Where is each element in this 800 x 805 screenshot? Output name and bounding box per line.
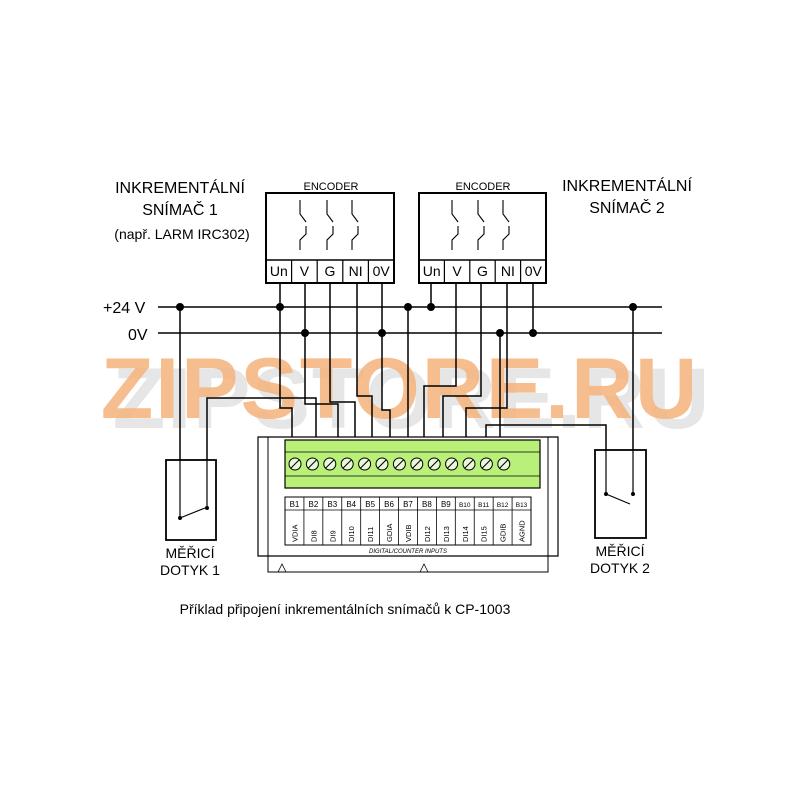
- sensor-1-title-line2: SNÍMAČ 1: [142, 200, 218, 219]
- watermark: ZIPSTORE.RU ZIPSTORE.RU: [101, 341, 712, 447]
- encoder1-pin-v: V: [300, 263, 310, 279]
- terminal-number: B5: [365, 500, 375, 509]
- probe-2: MĚŘICÍ DOTYK 2: [590, 449, 650, 576]
- terminal-signal: DI11: [366, 527, 375, 542]
- rail-plus24-label: +24 V: [103, 300, 146, 317]
- wire-enc1-g: [329, 283, 356, 440]
- watermark-shadow: ZIPSTORE.RU: [113, 351, 712, 447]
- terminal-signal: AGND: [518, 520, 527, 542]
- sensor-2-title-line2: SNÍMAČ 2: [589, 198, 665, 217]
- junction-dots: [176, 303, 637, 337]
- terminal-signal: GDIA: [385, 524, 394, 542]
- switch-symbol: [351, 200, 359, 250]
- wire-enc1-ni: [356, 283, 373, 440]
- wire-enc1-0v-to-terminal: [381, 333, 391, 440]
- power-rails: +24 V 0V: [103, 300, 662, 344]
- rail-0v-label: 0V: [128, 327, 148, 344]
- encoder1-pin-g: G: [325, 263, 336, 279]
- encoder2-pin-0v: 0V: [525, 263, 543, 279]
- terminal-number: B6: [384, 500, 394, 509]
- encoder-2-label: ENCODER: [455, 181, 510, 193]
- probe-2-label-line1: MĚŘICÍ: [596, 543, 645, 559]
- probe-1-body: [165, 459, 217, 541]
- terminal-signal: DI8: [309, 530, 318, 542]
- encoder-1-switch-symbols: [299, 200, 359, 250]
- encoder1-pin-0v: 0V: [373, 263, 391, 279]
- sensor-1-title-line1: INKREMENTÁLNÍ: [115, 178, 245, 197]
- terminal-signal: DI13: [442, 526, 451, 542]
- wire-enc2-g: [442, 283, 482, 440]
- sensor-2-title-line1: INKREMENTÁLNÍ: [562, 176, 692, 195]
- probe-2-label-line2: DOTYK 2: [590, 560, 650, 576]
- probe-1: MĚŘICÍ DOTYK 1: [160, 459, 220, 578]
- terminal-signal: GDIB: [499, 524, 508, 542]
- terminal-signal: VDIA: [290, 524, 299, 542]
- module-inputs-caption: DIGITAL/COUNTER INPUTS: [369, 549, 447, 555]
- sensor-1-note: (např. LARM IRC302): [114, 226, 249, 242]
- probe-1-switch-contact: [179, 507, 206, 519]
- encoder2-pin-ni: NI: [501, 263, 515, 279]
- sensor-2-title: INKREMENTÁLNÍ SNÍMAČ 2: [562, 176, 692, 217]
- terminal-signal: VDIB: [404, 524, 413, 542]
- encoder2-pin-un: Un: [423, 263, 441, 279]
- switch-symbol: [451, 200, 459, 250]
- probe-1-label-line1: MĚŘICÍ: [166, 545, 215, 561]
- wire-enc2-v: [423, 283, 457, 440]
- terminal-number: B2: [308, 500, 318, 509]
- encoder1-pin-un: Un: [270, 263, 288, 279]
- wire-probe1-signal: [206, 397, 317, 460]
- terminal-signal: DI10: [347, 526, 356, 542]
- encoder-2-switch-symbols: [451, 200, 510, 250]
- terminal-number: B1: [290, 500, 300, 509]
- encoder2-pin-g: G: [477, 263, 488, 279]
- terminal-number: B13: [516, 502, 528, 509]
- switch-symbol: [502, 200, 510, 250]
- probe-2-body: [594, 449, 647, 539]
- switch-symbol: [326, 200, 334, 250]
- wire-enc2-ni: [465, 283, 508, 440]
- sensor-1-title: INKREMENTÁLNÍ SNÍMAČ 1 (např. LARM IRC30…: [114, 178, 249, 242]
- terminal-signal: DI12: [423, 526, 432, 542]
- encoder1-pin-ni: NI: [349, 263, 363, 279]
- terminal-number: B12: [497, 502, 509, 509]
- probe-1-label-line2: DOTYK 1: [160, 562, 220, 578]
- terminal-number: B4: [346, 500, 356, 509]
- terminal-signal: DI9: [328, 530, 337, 542]
- terminal-number: B7: [403, 500, 413, 509]
- terminal-number: B11: [478, 502, 489, 509]
- wire-probe2-signal: [485, 424, 607, 450]
- wire-enc1-v: [304, 283, 339, 440]
- wire-enc1-un: [279, 283, 293, 440]
- terminal-number: B3: [327, 500, 337, 509]
- terminal-signal: DI14: [461, 526, 470, 542]
- terminal-screws: [288, 457, 511, 471]
- encoder-2-body: [418, 192, 547, 284]
- terminal-number: B9: [441, 500, 451, 509]
- diagram-caption: Příklad připojení inkrementálních snímač…: [180, 601, 511, 617]
- encoder2-pin-v: V: [452, 263, 462, 279]
- probe-2-switch-contact: [605, 493, 631, 505]
- terminal-label-strip: [284, 496, 532, 546]
- terminal-number: B10: [459, 502, 471, 509]
- encoder-1-body: [265, 192, 395, 284]
- encoder-1-label: ENCODER: [303, 181, 358, 193]
- switch-symbol: [477, 200, 485, 250]
- terminal-number: B8: [422, 500, 432, 509]
- switch-symbol: [299, 200, 307, 250]
- terminal-signal: DI15: [480, 526, 489, 542]
- watermark-text: ZIPSTORE.RU: [101, 341, 700, 437]
